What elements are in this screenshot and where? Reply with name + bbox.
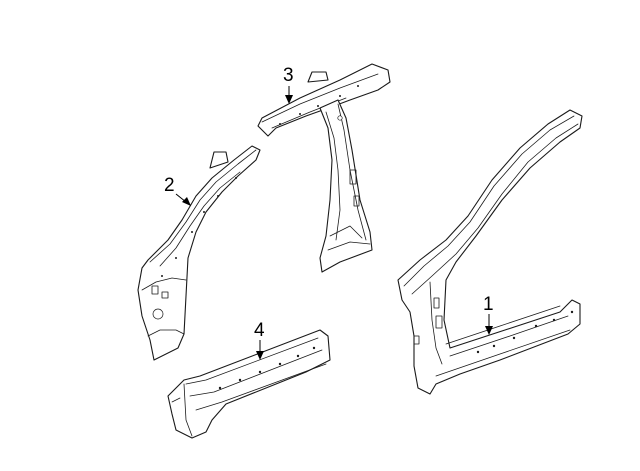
callout-2-label: 2 [164,175,175,196]
callout-1: 1 [483,294,494,335]
callout-1-label: 1 [483,294,494,315]
part-1-body-side-outer [397,109,583,395]
callout-1-arrow [485,326,493,335]
callout-3-label: 3 [283,65,294,86]
callout-4-arrow [256,351,264,360]
callout-2: 2 [164,175,191,206]
callout-3-arrow [285,95,293,104]
callout-4: 4 [254,320,265,360]
callout-2-arrow [182,197,191,206]
part-4-rocker-sill [167,329,331,439]
callout-3: 3 [283,65,294,104]
part-3-b-pillar [257,63,391,273]
callout-4-label: 4 [254,320,265,341]
part-2-a-pillar [137,145,261,361]
